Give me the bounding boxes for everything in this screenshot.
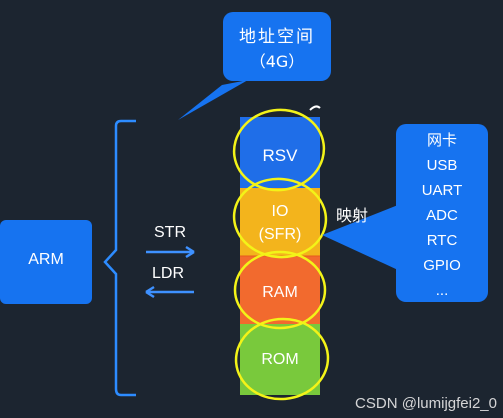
highlight-circle-rom [234, 317, 330, 401]
region-io [240, 188, 320, 256]
mapping-label: 映射 [336, 206, 369, 225]
peripheral-item-adc: ADC [426, 207, 458, 224]
region-io-sublabel: (SFR) [258, 226, 302, 243]
peripheral-item-nic: 网卡 [426, 132, 457, 149]
region-rsv [240, 117, 320, 188]
highlight-circle-ram [233, 250, 327, 330]
callout-pointer [178, 80, 248, 120]
ldr-label: LDR [152, 265, 185, 282]
region-rom-label: ROM [261, 351, 299, 368]
peripheral-item-gpio: GPIO [423, 257, 461, 274]
peripheral-list: 网卡 USB UART ADC RTC GPIO ... [396, 128, 488, 303]
watermark: CSDN @lumijgfei2_0 [355, 395, 497, 412]
mapping-connector [322, 205, 398, 270]
peripheral-box [396, 124, 488, 302]
callout-subtitle: （4G） [249, 52, 305, 71]
region-ram [240, 256, 320, 324]
callout-title: 地址空间 [239, 27, 315, 47]
highlight-circle-rsv [232, 108, 326, 192]
peripheral-item-rtc: RTC [426, 232, 458, 249]
region-io-label: IO [271, 203, 289, 220]
str-arrowhead [185, 245, 195, 259]
peripheral-item-more: ... [435, 282, 449, 299]
pen-tick [309, 105, 321, 111]
peripheral-item-usb: USB [426, 157, 458, 174]
region-ram-label: RAM [262, 284, 298, 301]
highlight-circle-io [232, 177, 328, 259]
ldr-arrowhead [145, 285, 155, 299]
peripheral-item-uart: UART [421, 182, 463, 199]
address-bracket [103, 119, 136, 397]
arm-label: ARM [28, 251, 64, 268]
str-label: STR [154, 224, 186, 241]
region-rom [240, 324, 320, 395]
callout-bubble [223, 12, 331, 81]
region-rsv-label: RSV [262, 146, 298, 165]
arm-box [0, 220, 92, 304]
